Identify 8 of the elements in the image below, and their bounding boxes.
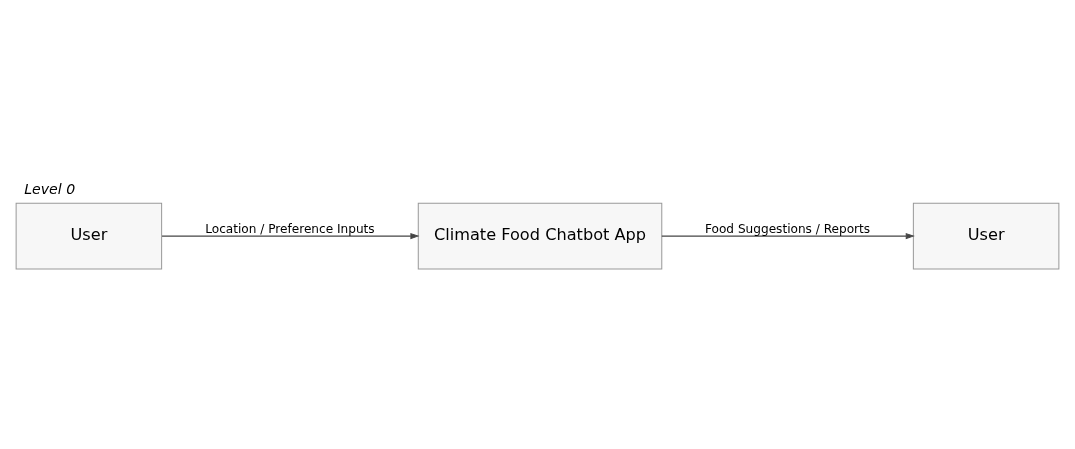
arrow xyxy=(161,232,420,240)
node-box: User xyxy=(15,202,163,270)
node-box: User xyxy=(912,202,1060,270)
edge-label: Food Suggestions / Reports xyxy=(705,221,871,236)
diagram-title: Level 0 xyxy=(24,181,76,198)
edge-label: Location / Preference Inputs xyxy=(205,221,375,236)
node-box: Climate Food Chatbot App xyxy=(417,202,663,270)
arrow xyxy=(661,232,915,240)
